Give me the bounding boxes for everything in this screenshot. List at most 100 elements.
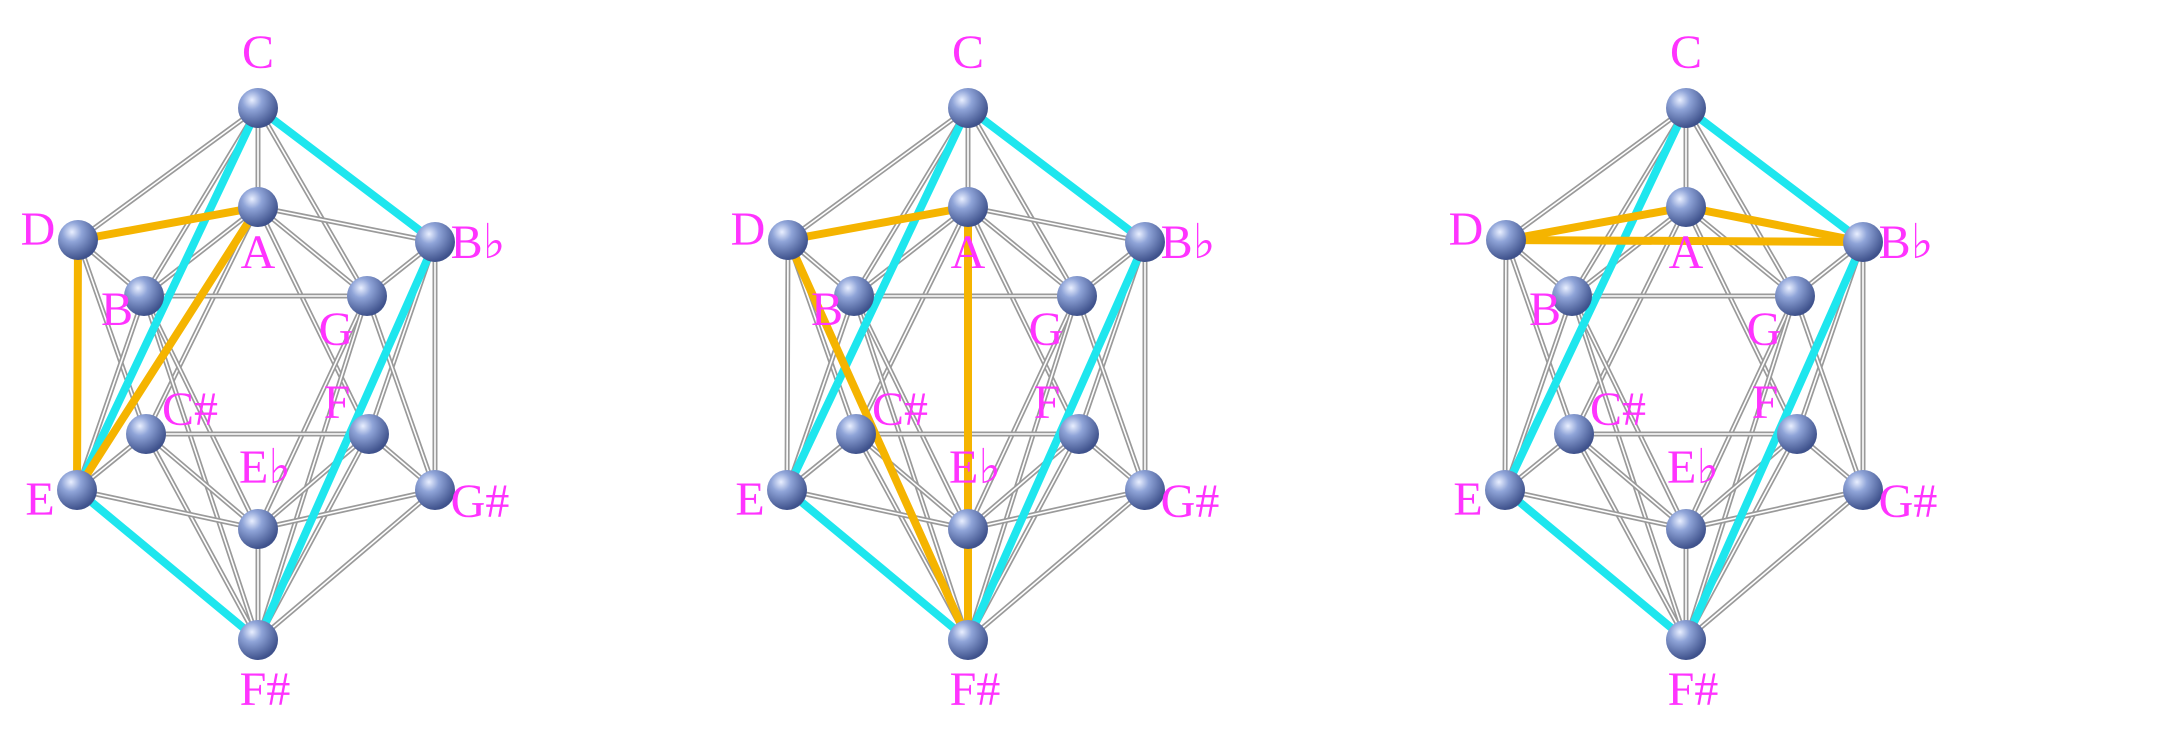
label-c: C: [952, 26, 984, 79]
edge-highlight: [257, 433, 370, 530]
orange-edge-d-a: [784, 203, 972, 244]
edge-highlight: [257, 489, 436, 641]
edge-highlight: [1794, 295, 1864, 491]
edge-highlight: [967, 206, 1146, 243]
edge-highlight: [1571, 295, 1687, 530]
label-b-flat: B♭: [1879, 216, 1934, 269]
label-a: A: [1669, 226, 1704, 279]
edge-highlight: [77, 107, 259, 241]
node-c: [948, 88, 988, 128]
node-b: [124, 276, 164, 316]
label-g: G: [319, 303, 354, 356]
orange-edge-a-b-flat: [1682, 203, 1867, 246]
edge-highlight: [853, 295, 969, 530]
edge-highlight: [76, 489, 259, 530]
label-a: A: [951, 226, 986, 279]
edge-highlight: [1505, 239, 1575, 435]
label-g-sharp: G#: [451, 475, 510, 528]
node-f: [1059, 414, 1099, 454]
edge-highlight: [143, 295, 259, 530]
node-a: [1666, 187, 1706, 227]
edge-highlight: [1505, 107, 1687, 241]
node-b-flat: [1125, 222, 1165, 262]
orange-edge-a-e: [73, 203, 262, 494]
edge-highlight: [1571, 206, 1687, 297]
label-e-flat: E♭: [239, 441, 291, 494]
edge-highlight: [787, 107, 969, 241]
edge-highlight: [143, 206, 259, 297]
label-f: F: [324, 376, 351, 429]
label-d: D: [731, 203, 766, 256]
edge-highlight: [967, 489, 1146, 641]
edge-highlight: [967, 489, 1146, 530]
cyan-edge-f-sharp-e: [73, 486, 262, 644]
edge-highlight: [366, 295, 436, 491]
node-b: [834, 276, 874, 316]
edge-highlight: [1685, 295, 1796, 530]
node-g-sharp: [1125, 470, 1165, 510]
label-e: E: [25, 473, 54, 526]
label-g: G: [1747, 303, 1782, 356]
label-d: D: [21, 203, 56, 256]
label-f-sharp: F#: [1668, 663, 1719, 716]
node-e: [1485, 470, 1525, 510]
node-e-flat: [948, 509, 988, 549]
node-e-flat: [1666, 509, 1706, 549]
label-f-sharp: F#: [240, 663, 291, 716]
edge-highlight: [257, 295, 368, 641]
edge-highlight: [257, 107, 368, 297]
node-f-sharp: [948, 620, 988, 660]
edge-highlight: [257, 206, 370, 435]
label-e: E: [1453, 473, 1482, 526]
edge-highlight: [967, 107, 1078, 297]
node-g: [1775, 276, 1815, 316]
node-d: [1486, 220, 1526, 260]
node-c-sharp: [836, 414, 876, 454]
cyan-edge-f-sharp-e: [783, 486, 972, 644]
cyan-edge-c-b-flat: [1682, 104, 1867, 246]
edge-highlight: [967, 433, 1080, 530]
node-d: [768, 220, 808, 260]
node-a: [948, 187, 988, 227]
node-d: [58, 220, 98, 260]
node-g-sharp: [1843, 470, 1883, 510]
edge-highlight: [1504, 239, 1507, 491]
node-b-flat: [1843, 222, 1883, 262]
label-f: F: [1034, 376, 1061, 429]
label-e-flat: E♭: [949, 441, 1001, 494]
node-c: [1666, 88, 1706, 128]
edge-highlight: [855, 433, 969, 530]
edge-highlight: [967, 206, 1080, 435]
node-f: [349, 414, 389, 454]
label-b: B: [1529, 283, 1561, 336]
orange-edge-b-flat-d: [1502, 236, 1867, 246]
cyan-edge-c-b-flat: [254, 104, 439, 246]
edge-highlight: [855, 206, 969, 435]
edge-highlight: [257, 489, 436, 530]
edge-highlight: [853, 295, 969, 641]
label-g-sharp: G#: [1879, 475, 1938, 528]
cyan-edge-f-sharp-e: [1501, 486, 1690, 644]
node-b-flat: [415, 222, 455, 262]
cyan-edge-e-c: [783, 104, 972, 494]
label-e-flat: E♭: [1667, 441, 1719, 494]
edge-highlight: [1571, 295, 1687, 641]
orange-edge-d-a: [74, 203, 262, 244]
cyan-edge-b-flat-f-sharp: [1682, 238, 1867, 644]
edge-highlight: [145, 433, 259, 641]
label-b: B: [101, 283, 133, 336]
edge-highlight: [1504, 489, 1687, 530]
node-f-sharp: [1666, 620, 1706, 660]
node-f: [1777, 414, 1817, 454]
cyan-edge-c-b-flat: [964, 104, 1149, 246]
edge-highlight: [786, 489, 969, 530]
node-e: [767, 470, 807, 510]
cyan-edge-e-c: [73, 104, 262, 494]
edge-highlight: [1076, 295, 1146, 491]
label-b-flat: B♭: [451, 216, 506, 269]
node-g-sharp: [415, 470, 455, 510]
edge-highlight: [257, 206, 368, 297]
edge-highlight: [1573, 433, 1687, 641]
